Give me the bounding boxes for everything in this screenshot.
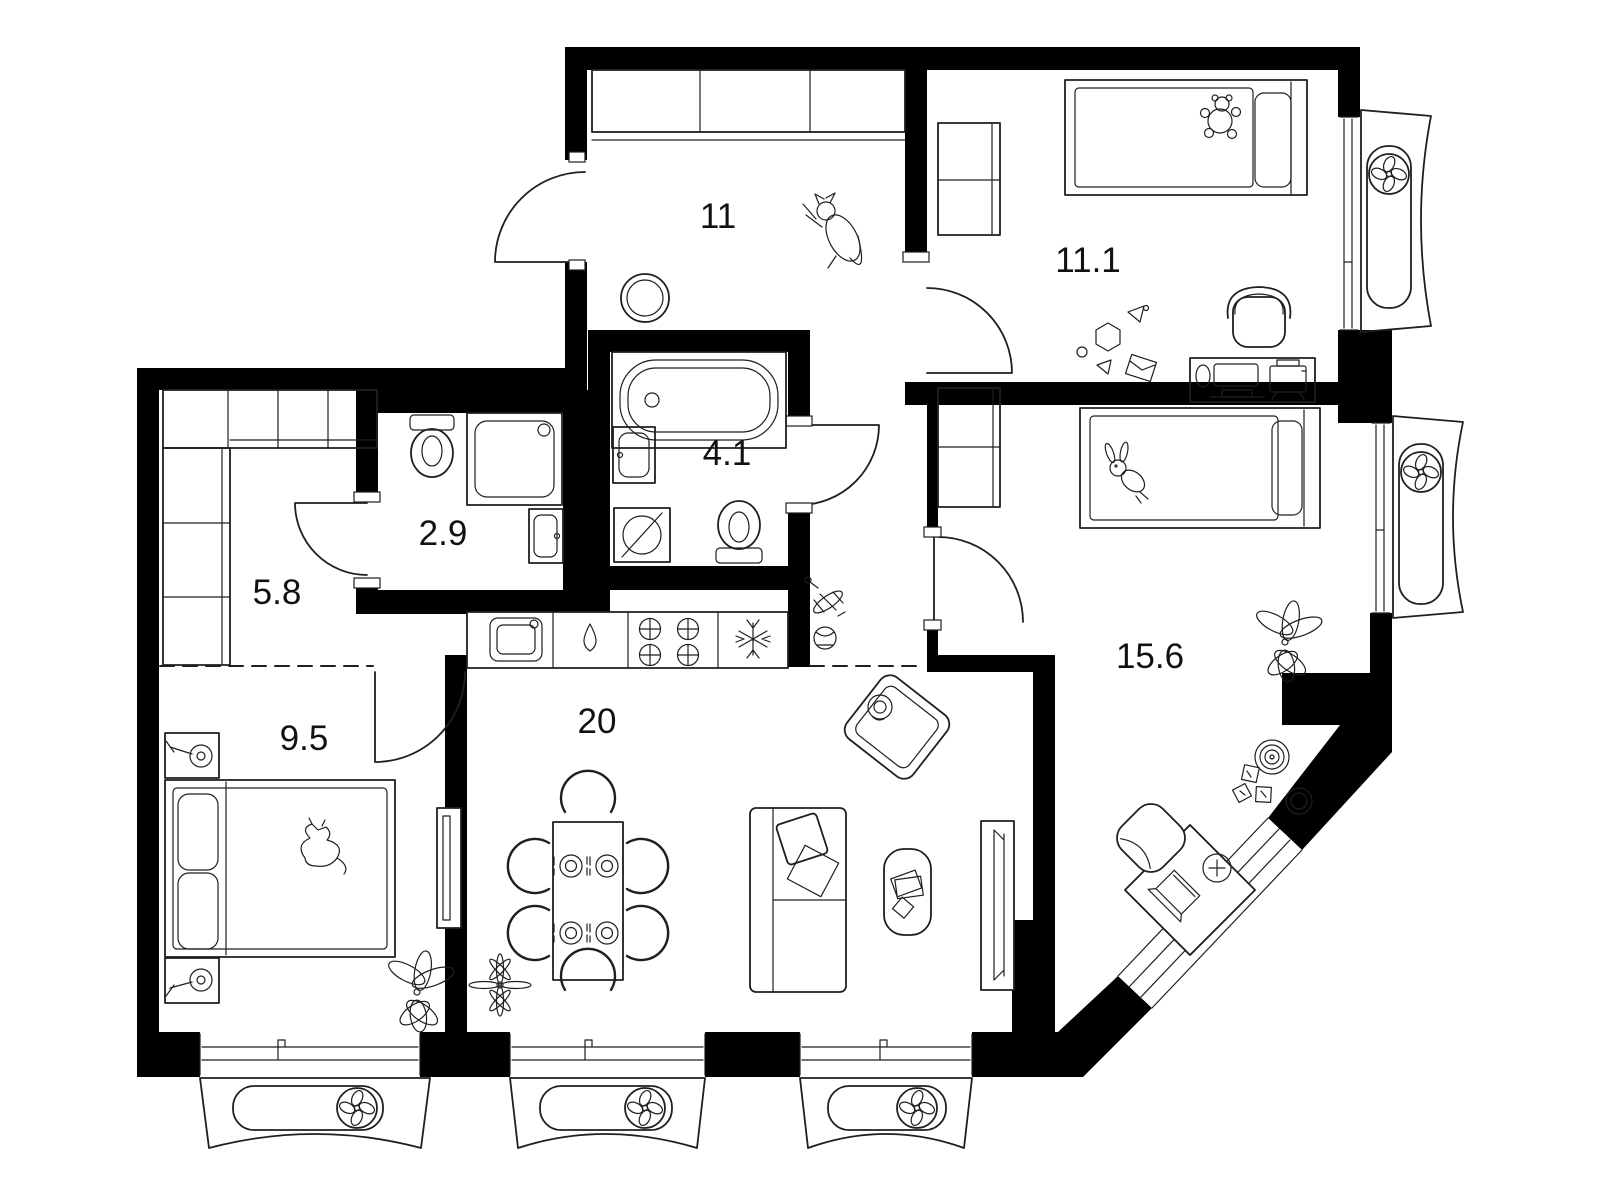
room-label-child-bedroom-1: 11.1 [1055,241,1121,280]
double-bed [164,779,396,958]
windows [199,116,1392,1077]
wardrobe [591,69,906,141]
nightstand [164,957,220,1004]
sofa [749,807,847,993]
plant-icon [468,953,532,1017]
cat-icon [802,192,863,269]
sink [528,508,564,564]
room-label-bedroom: 9.5 [280,719,329,758]
room-living-kitchen: 20 [466,576,1015,1017]
door-bathroom [785,415,880,514]
room-label-living: 20 [578,702,617,741]
ac-unit-bottom-2 [509,1077,706,1149]
room-bathroom: 4.1 [611,351,787,564]
doors [294,151,1024,763]
fan-icon [1400,451,1442,493]
door-child-bedroom-1 [902,251,1013,374]
wardrobe [937,387,1001,508]
nightstand [164,732,220,779]
room-wc: 2.9 [409,412,564,564]
teddy-icon [1199,94,1242,140]
ac-unit-right-1 [1360,109,1432,333]
sink [612,426,656,484]
ac-unit-bottom-1 [199,1077,431,1149]
office-chair [1226,286,1292,348]
window-child-2 [1370,422,1392,614]
fan-icon [1368,153,1410,195]
door-wc [294,491,381,589]
room-child-bedroom-2: 15.6 [937,387,1326,956]
toy-ball-icon [813,626,837,650]
bunny-icon [1104,441,1149,504]
desk [1189,357,1316,403]
ac-units [199,109,1464,1149]
kitchen-sink [489,617,543,662]
room-bedroom: 9.5 [164,719,462,1034]
entrance-door [494,151,586,271]
armchair [843,674,951,780]
toy-rings-icon [1254,739,1313,815]
room-label-entry-hall: 5.8 [253,573,302,612]
toy-airplane-icon [804,576,846,617]
bed [1064,79,1308,196]
shower [466,412,563,506]
fan-icon [336,1087,378,1129]
bed [1079,407,1321,529]
plant-icon [1252,598,1326,684]
mirror [620,273,670,323]
bathtub [611,351,787,449]
ac-unit-right-2 [1392,415,1464,619]
room-label-wc: 2.9 [419,514,468,553]
coffee-table [883,848,932,936]
washing-machine [613,507,671,563]
door-bedroom [374,671,466,763]
room-label-hallway: 11 [700,197,736,236]
printer-icon [1269,359,1307,400]
fridge-snowflake-icon [735,619,771,659]
dining-table [552,821,624,981]
ac-unit-bottom-3 [799,1077,973,1149]
dining-chairs [506,769,670,992]
room-child-bedroom-1: 11.1 [937,79,1316,403]
room-label-bathroom: 4.1 [703,434,752,473]
room-label-child-bedroom-2: 15.6 [1116,637,1184,676]
window-living-1 [509,1032,706,1077]
toilet [715,500,763,564]
room-hallway: 11 [591,69,906,323]
kitchen-counter [466,611,789,669]
door-child-bedroom-2 [923,526,1024,631]
wardrobe [937,122,1001,236]
toy-blocks-icon [1231,764,1272,804]
wardrobe [162,389,378,666]
fan-icon [896,1087,938,1129]
window-bedroom [199,1032,421,1077]
diagonal-wall-lower [1000,976,1152,1077]
desk-chair [1116,803,1186,873]
room-entry-hall: 5.8 [162,389,378,666]
cat-icon [300,817,347,875]
toilet [409,414,455,478]
window-living-2 [799,1032,973,1077]
fan-icon [624,1087,666,1129]
toys-icon [1076,304,1158,383]
tv [980,820,1015,991]
diagonal-wall-upper [1268,725,1392,850]
tv [436,807,462,929]
dishwasher-drop-icon [583,623,597,652]
window-child-1 [1338,116,1360,331]
